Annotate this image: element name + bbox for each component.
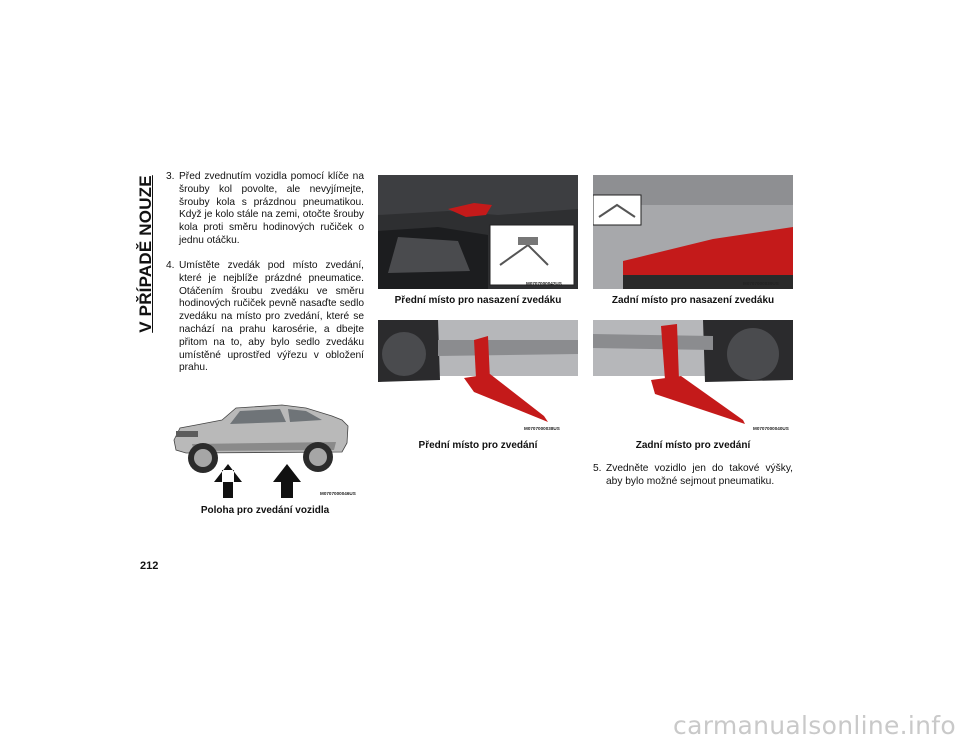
page-number: 212 bbox=[140, 560, 159, 572]
step-5: 5. Zvedněte vozidlo jen do takové výšky,… bbox=[593, 463, 793, 489]
section-title-text: V PŘÍPADĚ NOUZE bbox=[136, 175, 155, 333]
front-lift-photo bbox=[378, 320, 578, 422]
step-3-number: 3. bbox=[166, 171, 175, 182]
front-placement-code: M0707000042US bbox=[526, 281, 562, 286]
rear-placement-caption: Zadní místo pro nasazení zvedáku bbox=[611, 295, 775, 306]
front-placement-photo bbox=[378, 175, 578, 289]
step-4-text: Umístěte zvedák pod místo zvedání, které… bbox=[179, 260, 364, 374]
step-3-text: Před zvednutím vozidla pomocí klíče na š… bbox=[179, 171, 364, 246]
rear-lift-code: M0707000040US bbox=[753, 426, 789, 431]
step-5-number: 5. bbox=[593, 463, 602, 474]
car-figure-caption: Poloha pro zvedání vozidla bbox=[200, 505, 330, 516]
car-figure-code: M0707000046US bbox=[320, 491, 356, 496]
step-5-text: Zvedněte vozidlo jen do takové výšky, ab… bbox=[606, 463, 793, 487]
step-3: 3. Před zvednutím vozidla pomocí klíče n… bbox=[166, 171, 364, 248]
car-illustration bbox=[173, 404, 349, 498]
car-figure: M0707000046US bbox=[166, 398, 364, 500]
step-4-number: 4. bbox=[166, 260, 175, 271]
rear-lift-photo bbox=[593, 320, 793, 424]
watermark: carmanualsonline.info bbox=[673, 711, 956, 740]
step-4: 4. Umístěte zvedák pod místo zvedání, kt… bbox=[166, 260, 364, 375]
rear-placement-figure: M0707000039US bbox=[593, 175, 793, 289]
front-placement-figure: M0707000042US bbox=[378, 175, 578, 289]
rear-lift-figure: M0707000040US bbox=[593, 320, 793, 434]
section-title: V PŘÍPADĚ NOUZE bbox=[133, 175, 159, 333]
front-lift-caption: Přední místo pro zvedání bbox=[418, 440, 538, 451]
rear-lift-caption: Zadní místo pro zvedání bbox=[635, 440, 751, 451]
front-placement-caption: Přední místo pro nasazení zvedáku bbox=[394, 295, 562, 306]
rear-placement-code: M0707000039US bbox=[743, 281, 779, 286]
rear-placement-photo bbox=[593, 175, 793, 289]
front-lift-figure: M0707000038US bbox=[378, 320, 578, 434]
front-lift-code: M0707000038US bbox=[524, 426, 560, 431]
